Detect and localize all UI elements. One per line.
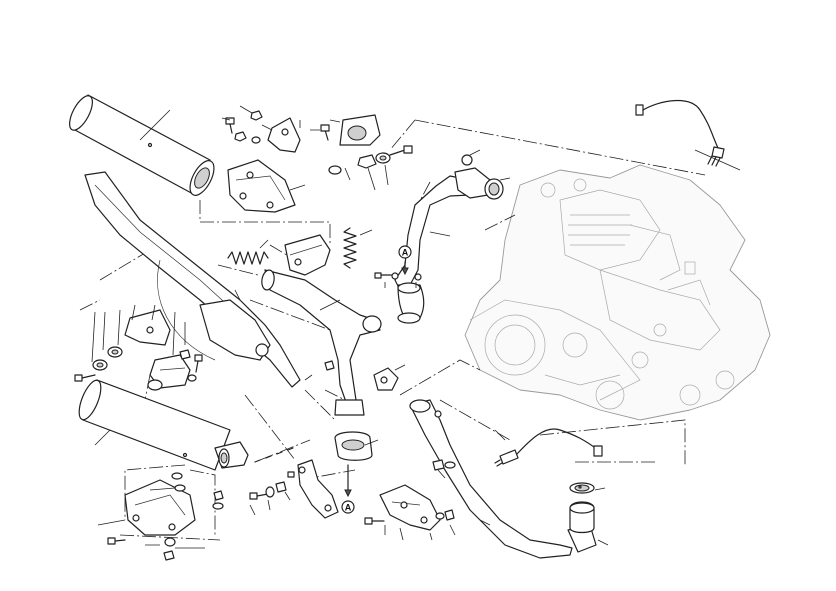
lower-muffler-icon [78,379,249,471]
bushing-icon [92,359,108,371]
ref-a-top-marker: A [398,245,412,276]
bracket-icon [267,117,301,153]
bolt-icon [249,492,269,500]
nut-icon [250,110,263,121]
bracket-icon [297,459,339,519]
nut-icon [324,360,335,371]
nut-icon [444,509,455,521]
washer-icon [164,537,176,547]
lower-center-fasteners [364,459,456,536]
front-header-pipe-icon [394,149,511,324]
gasket-icon [578,485,582,489]
bolt-icon [389,145,413,156]
upper-fastener-cluster [221,105,413,191]
nut-icon [275,481,287,493]
rear-heat-shield-icon [379,484,441,541]
bracket-icon [124,309,171,346]
nut-icon [163,550,175,561]
sensor-bracket-icon [373,364,406,391]
grommet-icon [375,152,391,164]
dashed-marker [254,447,294,463]
bolt-icon [194,354,203,373]
spring-icon [343,227,373,269]
bushing-icon [147,379,163,391]
bolt-icon [287,471,295,478]
lower-left-fastener-cluster [107,472,224,561]
spring-icon [227,239,269,265]
engine-icon [464,164,771,421]
bolt-icon [225,117,235,134]
lower-bracket-assembly [249,459,339,519]
ref-a-top-label: A [402,248,409,258]
washer-icon [265,486,275,498]
nut-icon [432,459,445,471]
bolt-icon [364,517,385,525]
bolt-icon [107,537,126,545]
nut-icon [213,490,224,501]
lambda-sensor-icon [635,99,741,171]
bolt-icon [374,272,422,288]
washer-icon [435,512,445,520]
upper-muffler-icon [69,94,215,196]
washer-icon [328,165,342,175]
bolt-icon [320,124,330,141]
lower-lambda-sensor-icon [494,428,603,467]
washer-icon [174,484,186,492]
bushing-icon [107,346,123,358]
ref-a-bottom-marker: A [341,464,355,514]
lower-heat-shield-icon [97,479,196,536]
washer-icon [251,136,261,144]
y-pipe-icon [261,234,382,403]
rear-header-pipe-icon [409,399,609,559]
bolt-icon [74,374,96,382]
washer-icon [444,461,456,469]
clamp-icon [149,354,191,389]
swingarm-icon [84,171,313,388]
washer-icon [187,374,197,382]
upper-heat-shield-icon [227,159,306,213]
nut-icon [234,131,247,142]
left-fastener-cluster [74,304,203,391]
washer-icon [171,472,183,480]
nut-icon [179,349,191,360]
ref-a-bottom-label: A [345,503,352,513]
clamp-icon [339,114,381,146]
nut-icon [357,154,377,169]
clamp-icon [334,399,379,461]
washer-icon [212,502,224,510]
